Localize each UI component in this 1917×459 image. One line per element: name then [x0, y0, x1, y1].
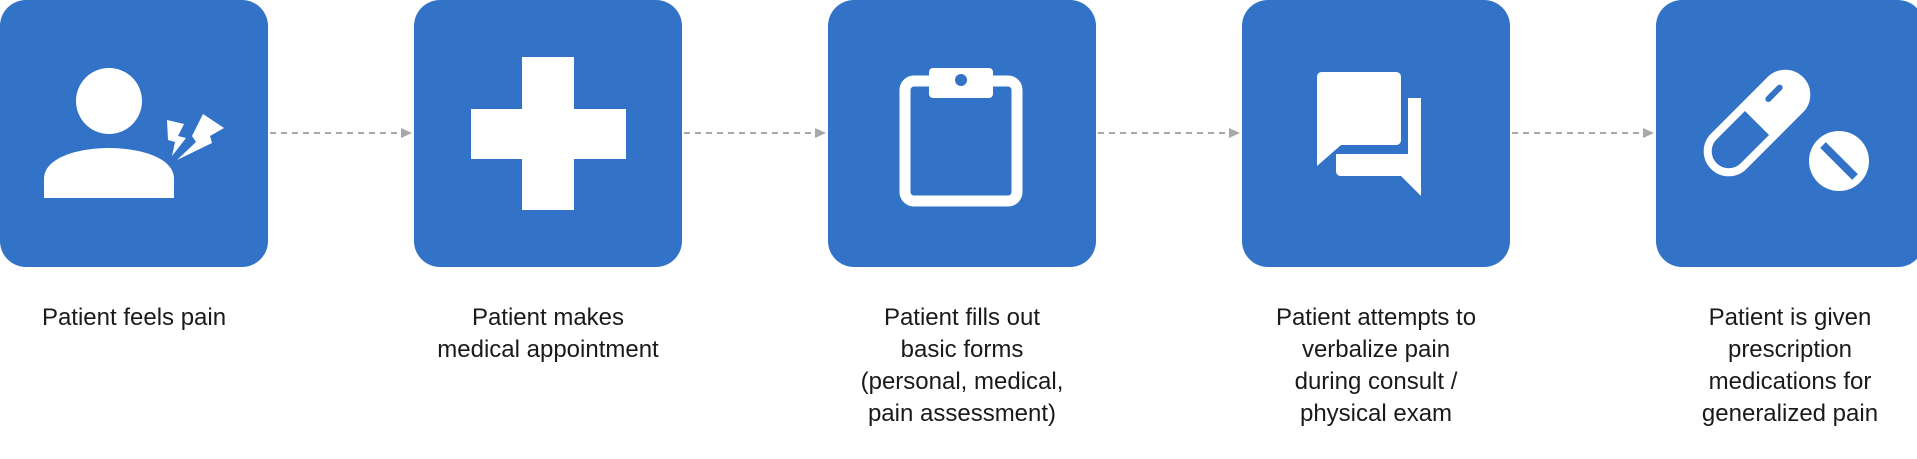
- step-2-label: Patient makes medical appointment: [437, 304, 659, 363]
- flow-arrow-4: [1510, 125, 1656, 141]
- medical-cross-icon: [471, 57, 626, 210]
- step-5-tile: [1656, 0, 1917, 267]
- clipboard-icon: [899, 68, 1023, 207]
- flow-arrow-3: [1096, 125, 1242, 141]
- flow-arrow-2: [682, 125, 828, 141]
- flow-arrow-1: [268, 125, 414, 141]
- step-5: Patient is given prescription medication…: [1656, 0, 1917, 427]
- step-1: Patient feels pain: [0, 0, 268, 331]
- step-2: Patient makes medical appointment: [414, 0, 682, 363]
- step-4-tile: [1242, 0, 1510, 267]
- chat-bubbles-icon: [1317, 72, 1421, 196]
- person-pain-icon: [44, 68, 224, 198]
- step-4-label: Patient attempts to verbalize pain durin…: [1275, 304, 1477, 427]
- step-4: Patient attempts to verbalize pain durin…: [1242, 0, 1510, 427]
- step-3: Patient fills out basic forms (personal,…: [828, 0, 1096, 427]
- step-1-label: Patient feels pain: [41, 304, 227, 331]
- pills-icon: [1703, 65, 1869, 191]
- step-5-label: Patient is given prescription medication…: [1701, 304, 1879, 427]
- step-1-tile: [0, 0, 268, 267]
- step-3-label: Patient fills out basic forms (personal,…: [860, 304, 1064, 427]
- step-3-tile: [828, 0, 1096, 267]
- step-2-tile: [414, 0, 682, 267]
